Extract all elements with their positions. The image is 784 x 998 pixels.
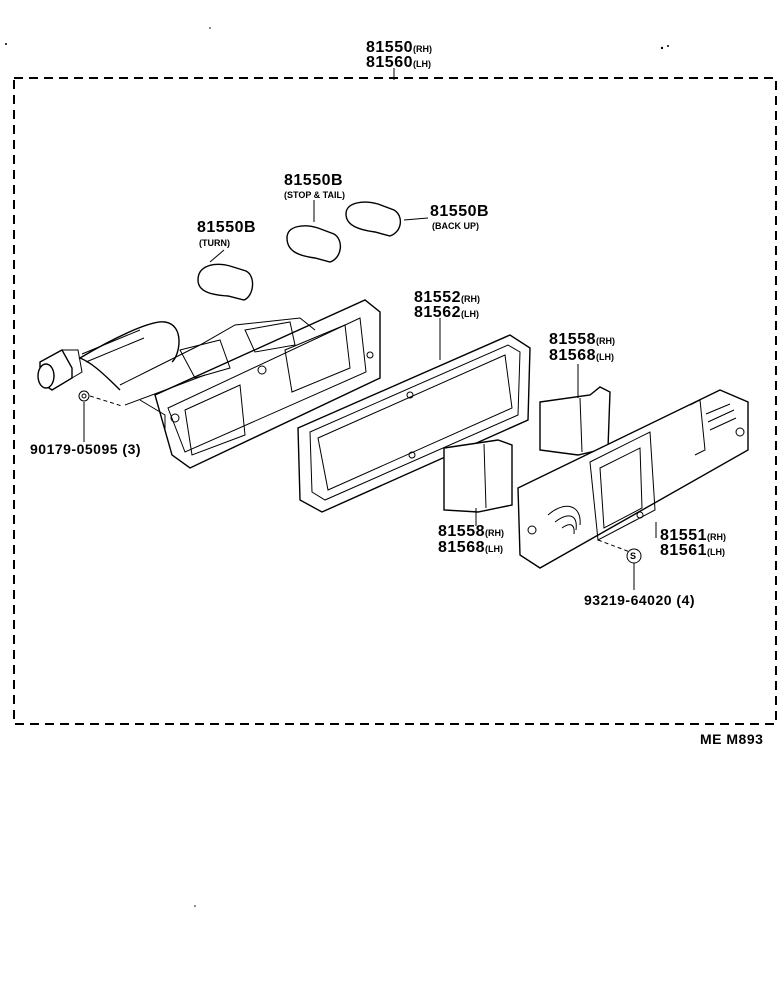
screw-right-symbol: S xyxy=(630,551,637,561)
bulb-stop-tail-number: 81550B xyxy=(284,172,344,189)
reflector-upper-label-lh: 81568(LH) xyxy=(549,347,614,364)
bulb-turn-note: (TURN) xyxy=(199,238,230,248)
bulb-stop-tail xyxy=(286,200,341,263)
gasket xyxy=(297,318,531,513)
gasket-label-lh: 81562(LH) xyxy=(414,304,479,321)
reflector-lower-label-rh: 81558(RH) xyxy=(438,523,504,540)
bulb-stop-tail-note: (STOP & TAIL) xyxy=(284,190,346,200)
bulb-backup-note: (BACK UP) xyxy=(432,221,479,231)
bulb-backup xyxy=(345,201,429,237)
reflector-upper-label-rh: 81558(RH) xyxy=(549,331,615,348)
gasket-label-rh: 81552(RH) xyxy=(414,289,480,306)
lens-label-lh: 81561(LH) xyxy=(660,542,725,559)
lens-label-rh: 81551(RH) xyxy=(660,527,726,544)
lens xyxy=(517,389,749,569)
assembly-label-lh: 81560(LH) xyxy=(366,54,431,71)
figure-code: ME M893 xyxy=(700,731,764,747)
screw-left-label: 90179-05095 (3) xyxy=(30,441,142,457)
bulb-turn-number: 81550B xyxy=(197,219,257,236)
reflector-lower xyxy=(443,439,513,526)
screw-right-label: 93219-64020 (4) xyxy=(584,592,696,608)
assembly-label-rh: 81550(RH) xyxy=(366,39,432,56)
bulb-backup-number: 81550B xyxy=(430,203,490,220)
wire-harness xyxy=(37,321,180,391)
assembly-boundary xyxy=(13,77,777,725)
screw-left-head xyxy=(78,390,90,402)
bulb-turn xyxy=(197,249,254,301)
lamp-housing xyxy=(119,299,381,469)
reflector-lower-label-lh: 81568(LH) xyxy=(438,539,503,556)
reflector-upper xyxy=(539,364,611,456)
